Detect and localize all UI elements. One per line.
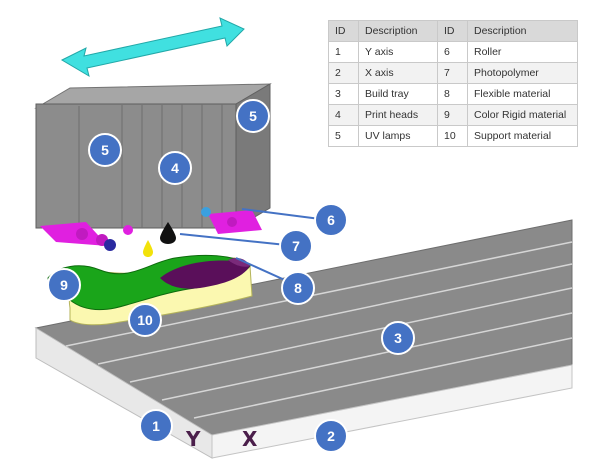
callout-5-right: 5 (236, 99, 270, 133)
legend-description: Roller (467, 41, 578, 63)
roller-left (40, 222, 133, 251)
callout-6: 6 (314, 203, 348, 237)
callout-2: 2 (314, 419, 348, 453)
legend-row: 1 Y axis 6 Roller (328, 41, 578, 63)
legend-row: 3 Build tray 8 Flexible material (328, 83, 578, 105)
legend-id: 1 (328, 41, 359, 63)
svg-text:6: 6 (327, 212, 335, 228)
legend-header-id: ID (328, 20, 359, 42)
callout-10: 10 (128, 303, 162, 337)
legend-id: 5 (328, 125, 359, 147)
svg-text:9: 9 (60, 277, 68, 293)
svg-text:7: 7 (292, 238, 300, 254)
ink-drop-icon (160, 222, 176, 244)
legend-row: 4 Print heads 9 Color Rigid material (328, 104, 578, 126)
svg-text:3: 3 (394, 330, 402, 346)
legend-description: UV lamps (358, 125, 438, 147)
legend-description: Photopolymer (467, 62, 578, 84)
legend-header-row: ID Description ID Description (328, 20, 578, 42)
callout-7: 7 (279, 229, 313, 263)
svg-text:4: 4 (171, 160, 179, 176)
legend-description: Flexible material (467, 83, 578, 105)
svg-text:10: 10 (137, 312, 153, 328)
roller-right (201, 207, 262, 234)
legend-description: Build tray (358, 83, 438, 105)
svg-text:1: 1 (152, 418, 160, 434)
legend-description: X axis (358, 62, 438, 84)
svg-text:5: 5 (249, 108, 257, 124)
ink-drop-icon (143, 240, 153, 257)
svg-text:2: 2 (327, 428, 335, 444)
legend-row: 2 X axis 7 Photopolymer (328, 62, 578, 84)
callout-3: 3 (381, 321, 415, 355)
callout-4: 4 (158, 151, 192, 185)
legend-id: 9 (437, 104, 468, 126)
x-axis-letter: X (242, 427, 258, 451)
legend-description: Y axis (358, 41, 438, 63)
legend-row: 5 UV lamps 10 Support material (328, 125, 578, 147)
double-arrow-icon (60, 17, 245, 78)
callout-1: 1 (139, 409, 173, 443)
y-axis-letter: Y (185, 427, 201, 451)
legend-description: Support material (467, 125, 578, 147)
legend-id: 8 (437, 83, 468, 105)
legend-id: 7 (437, 62, 468, 84)
legend-id: 4 (328, 104, 359, 126)
callout-9: 9 (47, 268, 81, 302)
print-head-block (34, 83, 272, 229)
legend-header-id: ID (437, 20, 468, 42)
legend-id: 3 (328, 83, 359, 105)
svg-text:8: 8 (294, 280, 302, 296)
legend-id: 2 (328, 62, 359, 84)
legend-id: 6 (437, 41, 468, 63)
svg-text:5: 5 (101, 142, 109, 158)
legend-header-description: Description (467, 20, 578, 42)
legend-description: Color Rigid material (467, 104, 578, 126)
callout-5-left: 5 (88, 133, 122, 167)
legend-table: ID Description ID Description 1 Y axis 6… (328, 20, 578, 147)
legend-header-description: Description (358, 20, 438, 42)
callout-8: 8 (281, 271, 315, 305)
legend-description: Print heads (358, 104, 438, 126)
legend-id: 10 (437, 125, 468, 147)
printed-part (47, 254, 253, 326)
